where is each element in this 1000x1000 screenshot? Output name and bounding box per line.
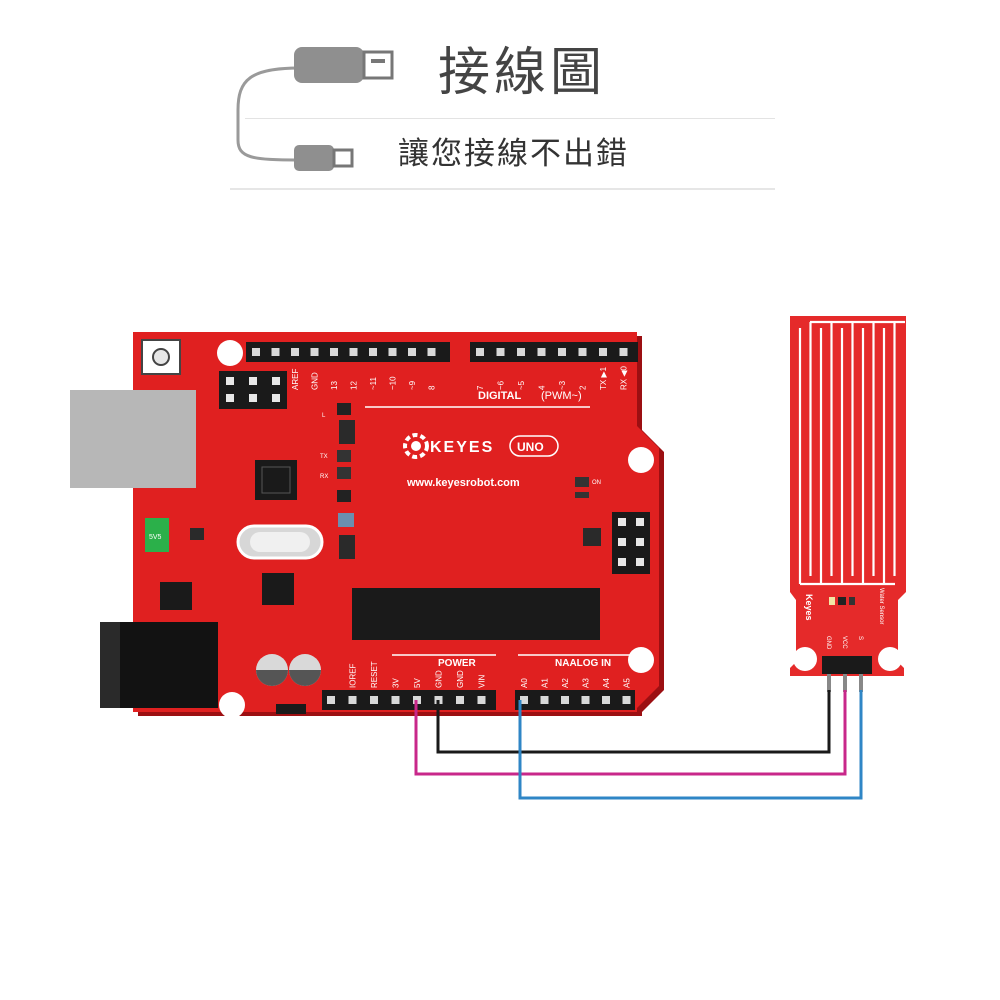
- led-on-label: ON: [592, 480, 601, 486]
- icsp-header: [219, 371, 287, 409]
- pin-label: GND: [456, 670, 465, 688]
- sensor-pin-label: VCC: [841, 636, 847, 649]
- pin-label: 5V: [413, 678, 422, 688]
- pin-label: A5: [623, 678, 632, 688]
- pwm-label: (PWM~): [541, 390, 582, 402]
- digital-header-right: [470, 342, 638, 362]
- analog-header: [515, 690, 635, 710]
- pin-label: A3: [582, 678, 591, 688]
- analog-label: NAALOG IN: [555, 658, 611, 669]
- pin-label: 3V: [392, 678, 401, 688]
- gnd-wire: [436, 690, 831, 754]
- led-l-label: L: [322, 413, 326, 419]
- power-header: [322, 690, 496, 710]
- mount-hole: [793, 647, 817, 671]
- pin-label: GND: [435, 670, 444, 688]
- pin-label: 4: [538, 385, 547, 390]
- page-title: 接線圖: [438, 43, 607, 103]
- water-sensor: Keyes Water Sensor GND VCC S: [790, 316, 906, 692]
- led-rx-label: RX: [320, 474, 328, 480]
- divider: [245, 118, 775, 119]
- pin-label: ~3: [558, 380, 567, 390]
- mcu-chip: [352, 588, 600, 640]
- sensor-pin-label: GND: [825, 636, 831, 650]
- pin-label: 7: [476, 385, 485, 390]
- pin-label: 2: [579, 385, 588, 390]
- pin-label: ~9: [408, 380, 417, 390]
- pin-label: RESET: [370, 661, 379, 688]
- usb-chip: [255, 460, 297, 500]
- divider: [230, 188, 775, 190]
- pin-label: ~10: [389, 376, 398, 390]
- page-subtitle: 讓您接線不出錯: [398, 136, 629, 172]
- pin-label: A2: [561, 678, 570, 688]
- jumper-wires: [414, 690, 863, 800]
- signal-wire: [518, 690, 863, 800]
- board-brand: KEYES: [430, 439, 494, 456]
- pin-label: RX ◀0: [620, 366, 629, 390]
- mount-hole: [217, 340, 243, 366]
- pin-label: AREF: [291, 369, 300, 390]
- sensor-name: Water Sensor: [878, 588, 884, 624]
- pin-label: A0: [520, 678, 529, 688]
- pin-label: IOREF: [349, 663, 358, 688]
- board-model: UNO: [517, 440, 544, 454]
- usb-cable-icon: [236, 47, 394, 171]
- pin-label: GND: [311, 372, 320, 390]
- mount-hole: [628, 647, 654, 673]
- pin-label: VIN: [478, 674, 487, 688]
- digital-header-left: [246, 342, 450, 362]
- usb-port: [70, 390, 196, 488]
- pin-label: ~11: [369, 376, 378, 390]
- green-indicator-label: 5V5: [149, 534, 162, 541]
- header: 接線圖 讓您接線不出錯: [0, 0, 1000, 200]
- pin-label: 8: [428, 385, 437, 390]
- pin-label: ~6: [497, 380, 506, 390]
- sensor-header: [822, 656, 872, 674]
- icsp-header-2: [612, 512, 650, 574]
- pin-label: A4: [602, 678, 611, 688]
- gear-icon: [403, 433, 429, 459]
- mount-hole: [219, 692, 245, 718]
- pin-label: 12: [350, 381, 359, 390]
- pin-label: ~5: [517, 380, 526, 390]
- regulator: [262, 573, 294, 605]
- mount-hole: [628, 447, 654, 473]
- board-website: www.keyesrobot.com: [406, 477, 520, 489]
- green-indicator: [145, 518, 169, 552]
- sensor-pin-label: S: [857, 636, 863, 640]
- led-tx-label: TX: [320, 454, 328, 460]
- vcc-wire: [414, 690, 847, 776]
- sensor-brand: Keyes: [804, 594, 814, 621]
- smd-components: [190, 403, 589, 559]
- regulator: [160, 582, 192, 610]
- digital-label: DIGITAL: [478, 390, 521, 402]
- mount-hole: [878, 647, 902, 671]
- pin-label: TX ▶1: [599, 366, 608, 390]
- power-label: POWER: [438, 658, 477, 669]
- pin-label: A1: [541, 678, 550, 688]
- pin-label: 13: [330, 381, 339, 390]
